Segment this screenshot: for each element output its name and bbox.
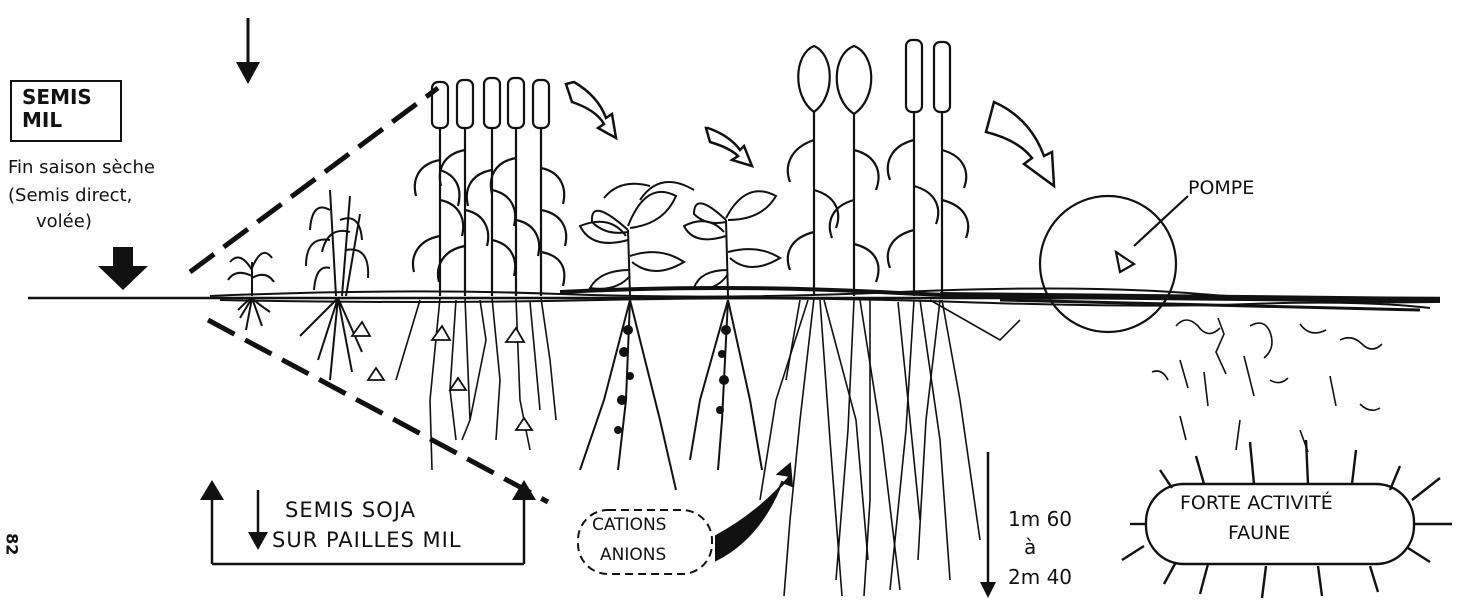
forte-activite-label: FORTE ACTIVITÉ xyxy=(1180,493,1333,515)
volee-label: volée) xyxy=(36,212,92,233)
millet-seedling xyxy=(228,253,274,330)
pump-pointer xyxy=(1116,196,1188,272)
sorghum-group xyxy=(788,40,968,296)
down-arrow-top xyxy=(236,18,260,84)
up-arrow-left xyxy=(200,480,224,500)
depth-to-label: à xyxy=(1024,536,1036,559)
semis-soja-label: SEMIS SOJA xyxy=(285,498,416,522)
depth-max-label: 2m 40 xyxy=(1008,566,1072,589)
semis-mil-label: SEMIS MIL xyxy=(22,86,112,132)
transition-arrow-3 xyxy=(986,102,1054,186)
millet-mature-group-1 xyxy=(413,78,566,296)
deep-roots xyxy=(760,298,1020,596)
transition-arrow-2 xyxy=(706,128,752,166)
page-number: 82 xyxy=(2,533,20,555)
ions-curved-arrow xyxy=(716,464,792,560)
transition-arrow-1 xyxy=(566,82,616,138)
depth-arrow xyxy=(980,452,996,598)
fin-saison-label: Fin saison sèche xyxy=(8,158,155,179)
soybean-roots xyxy=(580,300,762,490)
depth-min-label: 1m 60 xyxy=(1008,508,1072,531)
millet-roots-1 xyxy=(396,298,556,470)
soybean-plant-1 xyxy=(580,182,694,296)
cations-label: CATIONS xyxy=(592,516,666,536)
fauna-badge xyxy=(1122,440,1452,598)
faune-label: FAUNE xyxy=(1228,523,1290,545)
bold-down-arrow xyxy=(98,247,148,290)
semis-direct-label: (Semis direct, xyxy=(8,186,132,207)
down-arrow-soja xyxy=(248,490,268,550)
fauna-galleries xyxy=(1152,318,1382,452)
sur-pailles-mil-label: SUR PAILLES MIL xyxy=(272,528,462,552)
pompe-label: POMPE xyxy=(1188,178,1254,200)
pump-circle xyxy=(1040,196,1176,332)
young-millet-tuft xyxy=(300,190,368,380)
anions-label: ANIONS xyxy=(600,546,666,566)
root-nodules xyxy=(614,325,731,434)
soybean-plant-2 xyxy=(684,191,780,296)
